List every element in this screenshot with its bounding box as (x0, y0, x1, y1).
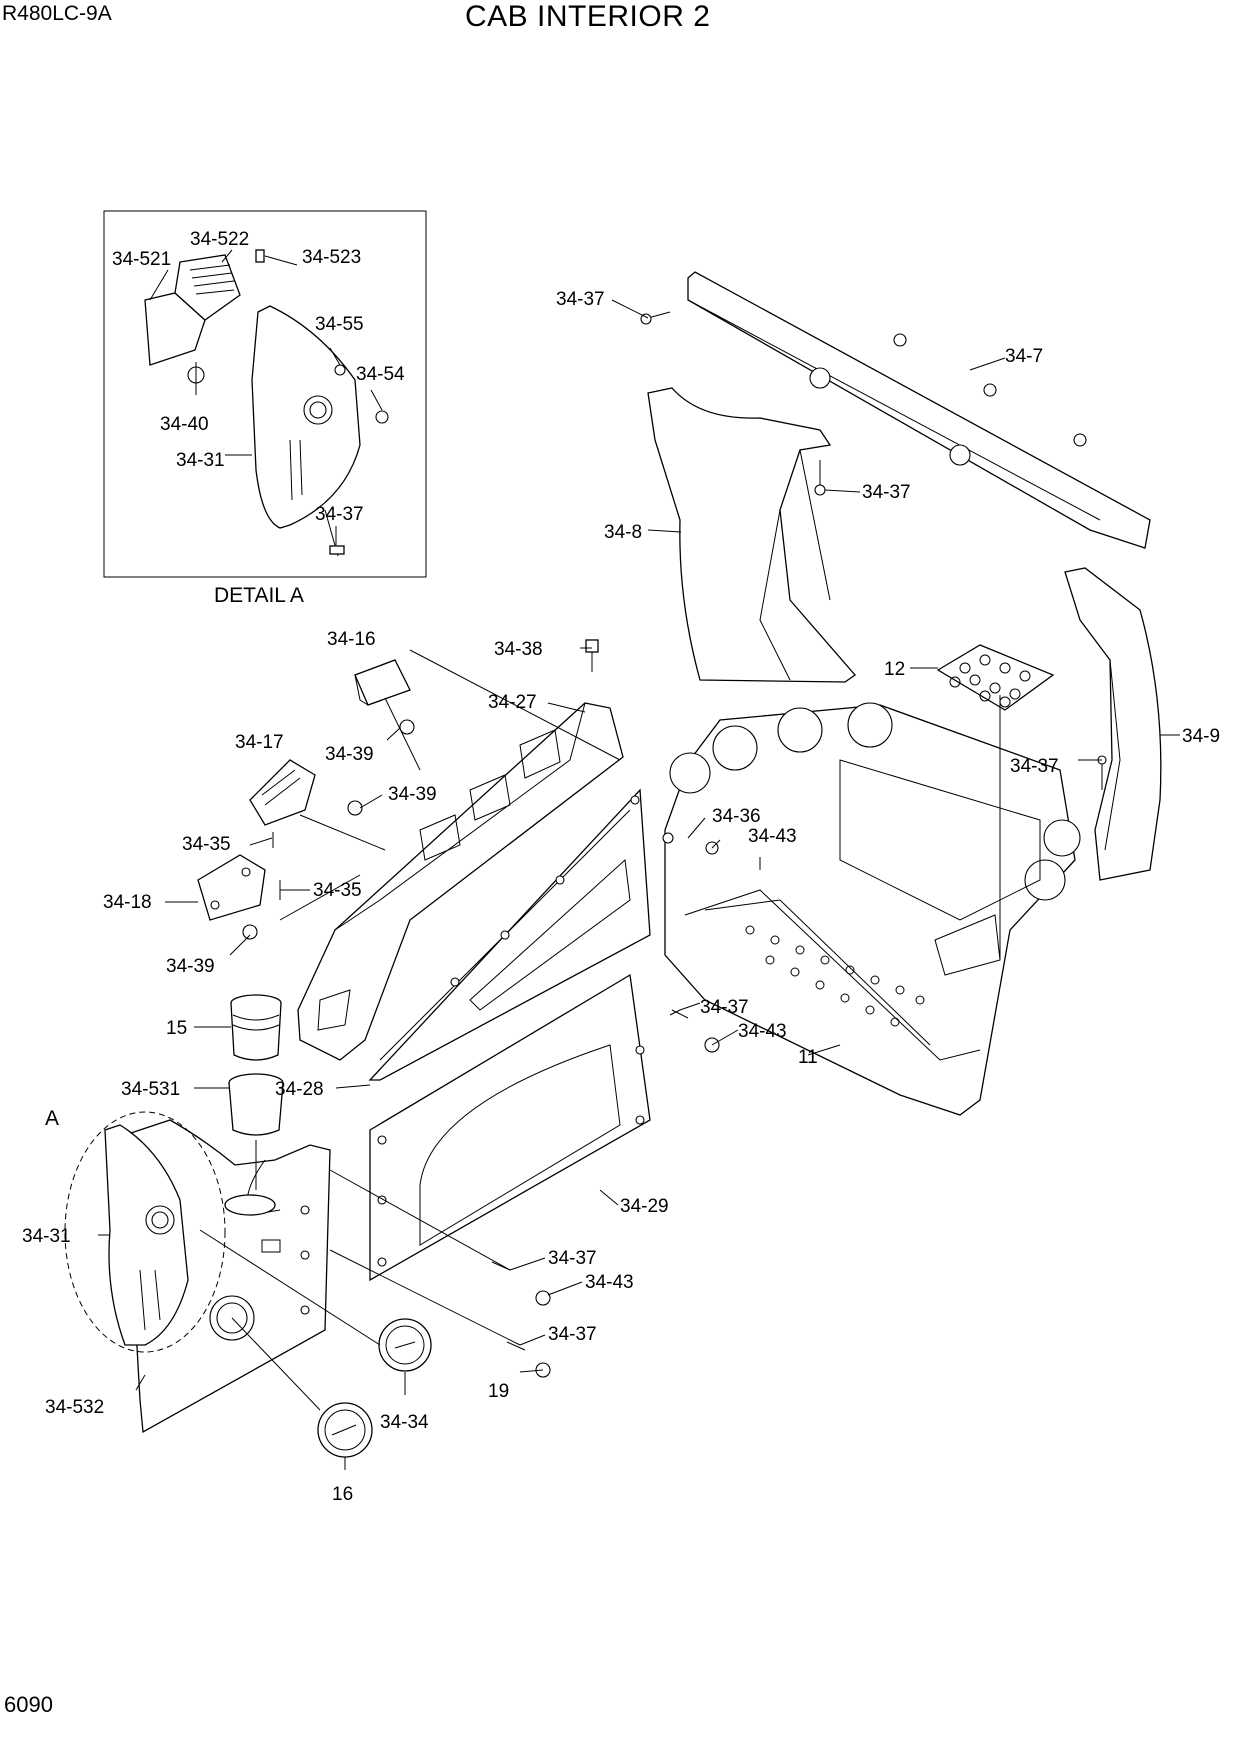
callout-34-28: 34-28 (275, 1079, 324, 1100)
callout-34-9: 34-9 (1182, 726, 1220, 747)
callout-34-35-right: 34-35 (313, 880, 362, 901)
part-34-29-lower-panel (369, 973, 651, 1282)
leader-lines (98, 249, 1180, 1470)
callout-34-531: 34-531 (121, 1079, 180, 1100)
page-number: 6090 (4, 1692, 53, 1717)
callout-34-31-detail: 34-31 (176, 450, 225, 471)
detail-a-box: DETAIL A (103, 210, 427, 607)
callout-34-34: 34-34 (380, 1412, 429, 1433)
detail-a-marker: A (45, 1107, 59, 1130)
callout-34-37-right: 34-37 (1010, 756, 1059, 777)
callout-34-37-pillar: 34-37 (862, 482, 911, 503)
detail-a-caption: DETAIL A (214, 584, 304, 607)
callout-34-37-lower-2: 34-37 (548, 1324, 597, 1345)
callout-34-39-middle: 34-39 (388, 784, 437, 805)
callout-34-43-upper: 34-43 (748, 826, 797, 847)
part-34-34-cap (378, 1318, 432, 1372)
callout-34-40: 34-40 (160, 414, 209, 435)
callout-34-17: 34-17 (235, 732, 284, 753)
callout-34-37-rail: 34-37 (556, 289, 605, 310)
callout-16: 16 (332, 1484, 353, 1505)
callout-34-532: 34-532 (45, 1397, 104, 1418)
detail-a-outline (64, 1111, 226, 1353)
part-34-9-right-pillar (1064, 567, 1162, 881)
callout-labels: 34-7 34-37 34-8 34-37 34-9 34-37 12 34-3… (22, 229, 1220, 1505)
callout-34-37-tray: 34-37 (700, 997, 749, 1018)
callout-34-8: 34-8 (604, 522, 642, 543)
callout-34-29: 34-29 (620, 1196, 669, 1217)
callout-34-37-detail: 34-37 (315, 504, 364, 525)
callout-12: 12 (884, 659, 905, 680)
part-34-17-bracket (249, 759, 316, 826)
part-34-8-pillar-trim (647, 387, 856, 683)
callout-34-35-left: 34-35 (182, 834, 231, 855)
callout-34-43-lower: 34-43 (585, 1272, 634, 1293)
callout-34-55: 34-55 (315, 314, 364, 335)
part-34-7-header-rail (687, 271, 1151, 549)
callout-34-27: 34-27 (488, 692, 537, 713)
callout-34-523: 34-523 (302, 247, 361, 268)
callout-34-522: 34-522 (190, 229, 249, 250)
callout-34-16: 34-16 (327, 629, 376, 650)
part-12-floor-mat-small (936, 644, 1055, 711)
part-34-27-center-console (297, 702, 624, 1061)
part-34-16-bracket (354, 659, 411, 706)
part-34-28-side-panel (368, 788, 651, 1081)
callout-34-31-main: 34-31 (22, 1226, 71, 1247)
callout-34-54: 34-54 (356, 364, 405, 385)
callout-34-38: 34-38 (494, 639, 543, 660)
part-34-531-cup-sleeve (224, 1073, 284, 1216)
callout-34-37-lower-1: 34-37 (548, 1248, 597, 1269)
part-15-cup-holder (230, 994, 282, 1061)
callout-34-521: 34-521 (112, 249, 171, 270)
callout-34-18: 34-18 (103, 892, 152, 913)
part-34-18-bracket (197, 854, 266, 921)
callout-34-39-upper: 34-39 (325, 744, 374, 765)
model-code: R480LC-9A (2, 2, 112, 25)
part-34-31-trim: A (45, 1107, 226, 1353)
callout-34-39-lower: 34-39 (166, 956, 215, 977)
callout-15: 15 (166, 1018, 187, 1039)
part-16-cap (317, 1402, 373, 1458)
callout-34-7: 34-7 (1005, 346, 1043, 367)
callout-19: 19 (488, 1381, 509, 1402)
part-11-floor-tray (664, 702, 1081, 1116)
callout-11: 11 (798, 1047, 818, 1068)
page-title: CAB INTERIOR 2 (465, 0, 711, 33)
callout-34-36: 34-36 (712, 806, 761, 827)
callout-34-43-tray: 34-43 (738, 1021, 787, 1042)
